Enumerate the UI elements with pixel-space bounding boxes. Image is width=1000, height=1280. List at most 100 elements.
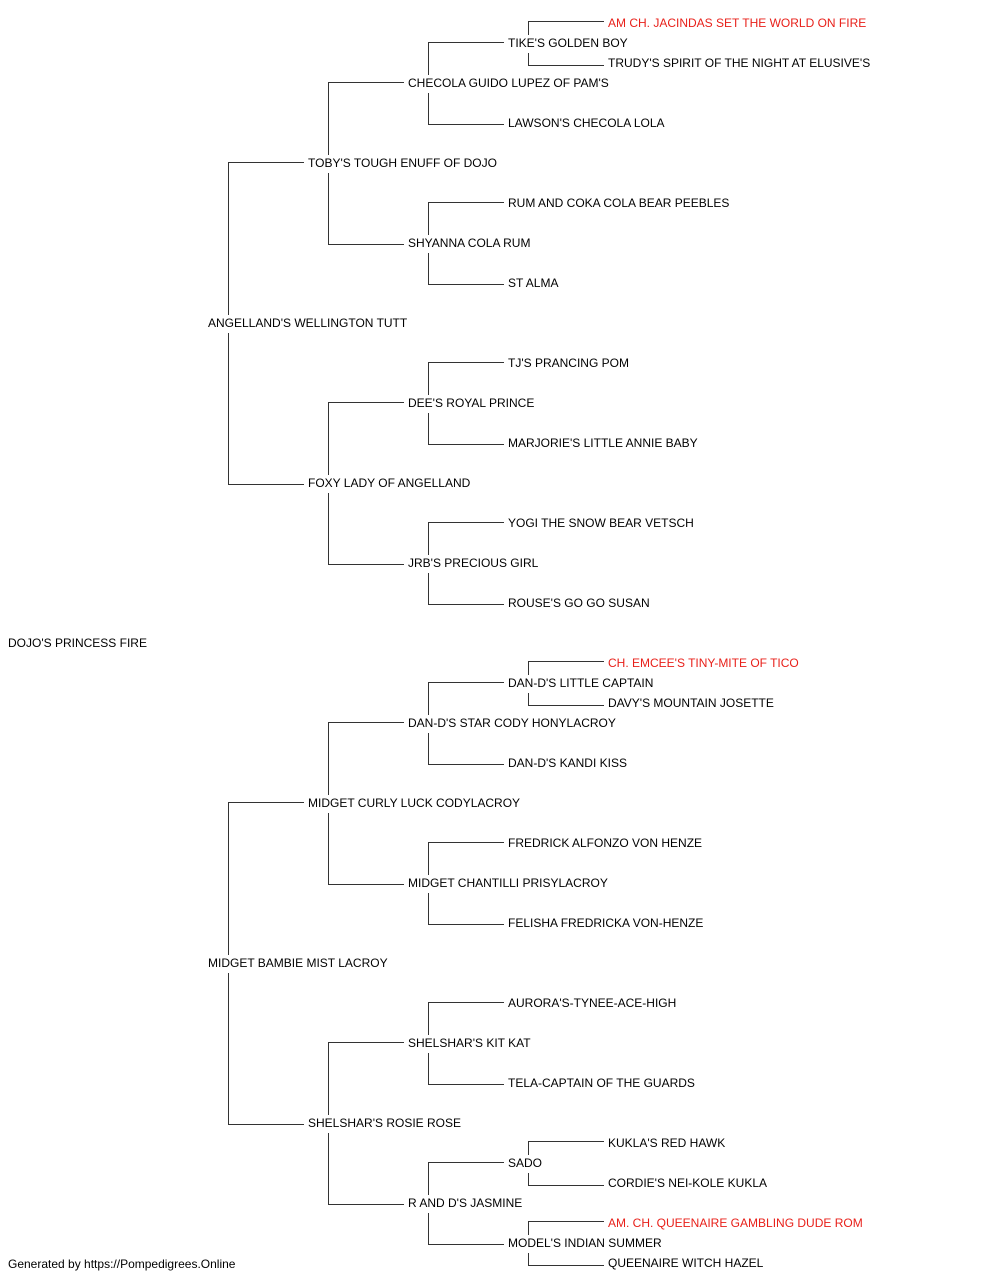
g4-9-connector-vertical-upper <box>528 661 529 675</box>
sd-dam-connector-bottom <box>428 604 504 605</box>
g4-9-connector-vertical-lower <box>528 693 529 705</box>
ancestor-g4-4: ST ALMA <box>508 276 559 290</box>
ss-dam-connector-bottom <box>428 284 504 285</box>
ancestor-g4-9: DAN-D'S LITTLE CAPTAIN <box>508 676 654 690</box>
ancestor-sire-sire: TOBY'S TOUGH ENUFF OF DOJO <box>308 156 497 170</box>
dam-sire-connector-bottom <box>328 884 404 885</box>
dam-dam-connector-vertical-lower <box>328 1133 329 1204</box>
ss-dam-connector-vertical-upper <box>428 202 429 235</box>
ss-dam-connector-top <box>428 202 504 203</box>
sire-sire-connector-vertical-lower <box>328 173 329 244</box>
dam-dam-connector-bottom <box>328 1204 404 1205</box>
dam-connector-bottom <box>228 1124 304 1125</box>
ancestor-ss-sire: CHECOLA GUIDO LUPEZ OF PAM'S <box>408 76 609 90</box>
ss-sire-connector-vertical-upper <box>428 42 429 75</box>
ancestor-sd-dam: JRB'S PRECIOUS GIRL <box>408 556 539 570</box>
ancestor-g4-13: AURORA'S-TYNEE-ACE-HIGH <box>508 996 677 1010</box>
g4-9-connector-top <box>528 661 604 662</box>
sd-sire-connector-vertical-upper <box>428 362 429 395</box>
dd-sire-connector-vertical-upper <box>428 1002 429 1035</box>
ancestor-g4-14: TELA-CAPTAIN OF THE GUARDS <box>508 1076 695 1090</box>
ancestor-g5-6: CORDIE'S NEI-KOLE KUKLA <box>608 1176 767 1190</box>
sire-dam-connector-top <box>328 402 404 403</box>
dd-sire-connector-top <box>428 1002 504 1003</box>
sire-dam-connector-bottom <box>328 564 404 565</box>
g4-15-connector-vertical-upper <box>528 1141 529 1155</box>
g4-16-connector-top <box>528 1221 604 1222</box>
ancestor-sd-sire: DEE'S ROYAL PRINCE <box>408 396 535 410</box>
sire-connector-vertical-upper <box>228 162 229 315</box>
g4-9-connector-bottom <box>528 705 604 706</box>
sd-sire-connector-top <box>428 362 504 363</box>
ancestor-ds-sire: DAN-D'S STAR CODY HONYLACROY <box>408 716 616 730</box>
ss-sire-connector-vertical-lower <box>428 93 429 124</box>
ds-dam-connector-vertical-lower <box>428 893 429 924</box>
g4-1-connector-top <box>528 21 604 22</box>
ancestor-ds-dam: MIDGET CHANTILLI PRISYLACROY <box>408 876 608 890</box>
ds-dam-connector-top <box>428 842 504 843</box>
ancestor-dam: MIDGET BAMBIE MIST LACROY <box>208 956 388 970</box>
ancestor-g4-7: YOGI THE SNOW BEAR VETSCH <box>508 516 694 530</box>
ss-sire-connector-bottom <box>428 124 504 125</box>
ancestor-g5-7: AM. CH. QUEENAIRE GAMBLING DUDE ROM <box>608 1216 863 1230</box>
sire-sire-connector-bottom <box>328 244 404 245</box>
g4-16-connector-vertical-upper <box>528 1221 529 1235</box>
ds-sire-connector-top <box>428 682 504 683</box>
ds-sire-connector-vertical-lower <box>428 733 429 764</box>
sd-dam-connector-top <box>428 522 504 523</box>
ancestor-dd-sire: SHELSHAR'S KIT KAT <box>408 1036 531 1050</box>
dam-connector-vertical-lower <box>228 973 229 1124</box>
ancestor-sire: ANGELLAND'S WELLINGTON TUTT <box>208 316 408 330</box>
ancestor-g5-8: QUEENAIRE WITCH HAZEL <box>608 1256 764 1270</box>
sire-sire-connector-top <box>328 82 404 83</box>
dam-sire-connector-vertical-lower <box>328 813 329 884</box>
sd-dam-connector-vertical-lower <box>428 573 429 604</box>
g4-1-connector-vertical-lower <box>528 53 529 65</box>
footer-credit: Generated by https://Pompedigrees.Online <box>8 1257 236 1271</box>
sire-dam-connector-vertical-upper <box>328 402 329 475</box>
ancestor-g5-4: DAVY'S MOUNTAIN JOSETTE <box>608 696 774 710</box>
ancestor-dd-dam: R AND D'S JASMINE <box>408 1196 523 1210</box>
ds-sire-connector-vertical-upper <box>428 682 429 715</box>
ancestor-ss-dam: SHYANNA COLA RUM <box>408 236 531 250</box>
dd-dam-connector-bottom <box>428 1244 504 1245</box>
ss-dam-connector-vertical-lower <box>428 253 429 284</box>
ancestor-g4-3: RUM AND COKA COLA BEAR PEEBLES <box>508 196 730 210</box>
sire-connector-bottom <box>228 484 304 485</box>
dd-sire-connector-bottom <box>428 1084 504 1085</box>
g4-16-connector-bottom <box>528 1265 604 1266</box>
ds-dam-connector-vertical-upper <box>428 842 429 875</box>
ancestor-g5-2: TRUDY'S SPIRIT OF THE NIGHT AT ELUSIVE'S <box>608 56 871 70</box>
ancestor-g4-12: FELISHA FREDRICKA VON-HENZE <box>508 916 704 930</box>
g4-15-connector-vertical-lower <box>528 1173 529 1185</box>
ds-dam-connector-bottom <box>428 924 504 925</box>
sd-dam-connector-vertical-upper <box>428 522 429 555</box>
subject-dog-name: DOJO'S PRINCESS FIRE <box>8 636 147 650</box>
sire-connector-vertical-lower <box>228 333 229 484</box>
dd-dam-connector-top <box>428 1162 504 1163</box>
ancestor-dam-sire: MIDGET CURLY LUCK CODYLACROY <box>308 796 521 810</box>
ancestor-g5-5: KUKLA'S RED HAWK <box>608 1136 726 1150</box>
ancestor-g4-8: ROUSE'S GO GO SUSAN <box>508 596 650 610</box>
ds-sire-connector-bottom <box>428 764 504 765</box>
sire-sire-connector-vertical-upper <box>328 82 329 155</box>
dd-dam-connector-vertical-upper <box>428 1162 429 1195</box>
ancestor-g4-11: FREDRICK ALFONZO VON HENZE <box>508 836 703 850</box>
dam-connector-top <box>228 802 304 803</box>
dd-sire-connector-vertical-lower <box>428 1053 429 1084</box>
sd-sire-connector-vertical-lower <box>428 413 429 444</box>
dam-dam-connector-vertical-upper <box>328 1042 329 1115</box>
dam-dam-connector-top <box>328 1042 404 1043</box>
g4-1-connector-vertical-upper <box>528 21 529 35</box>
dd-dam-connector-vertical-lower <box>428 1213 429 1244</box>
ancestor-g5-3: CH. EMCEE'S TINY-MITE OF TICO <box>608 656 799 670</box>
ss-sire-connector-top <box>428 42 504 43</box>
ancestor-g4-5: TJ'S PRANCING POM <box>508 356 629 370</box>
g4-16-connector-vertical-lower <box>528 1253 529 1265</box>
sd-sire-connector-bottom <box>428 444 504 445</box>
ancestor-g4-2: LAWSON'S CHECOLA LOLA <box>508 116 665 130</box>
dam-sire-connector-top <box>328 722 404 723</box>
ancestor-g4-16: MODEL'S INDIAN SUMMER <box>508 1236 662 1250</box>
ancestor-sire-dam: FOXY LADY OF ANGELLAND <box>308 476 471 490</box>
sire-connector-top <box>228 162 304 163</box>
